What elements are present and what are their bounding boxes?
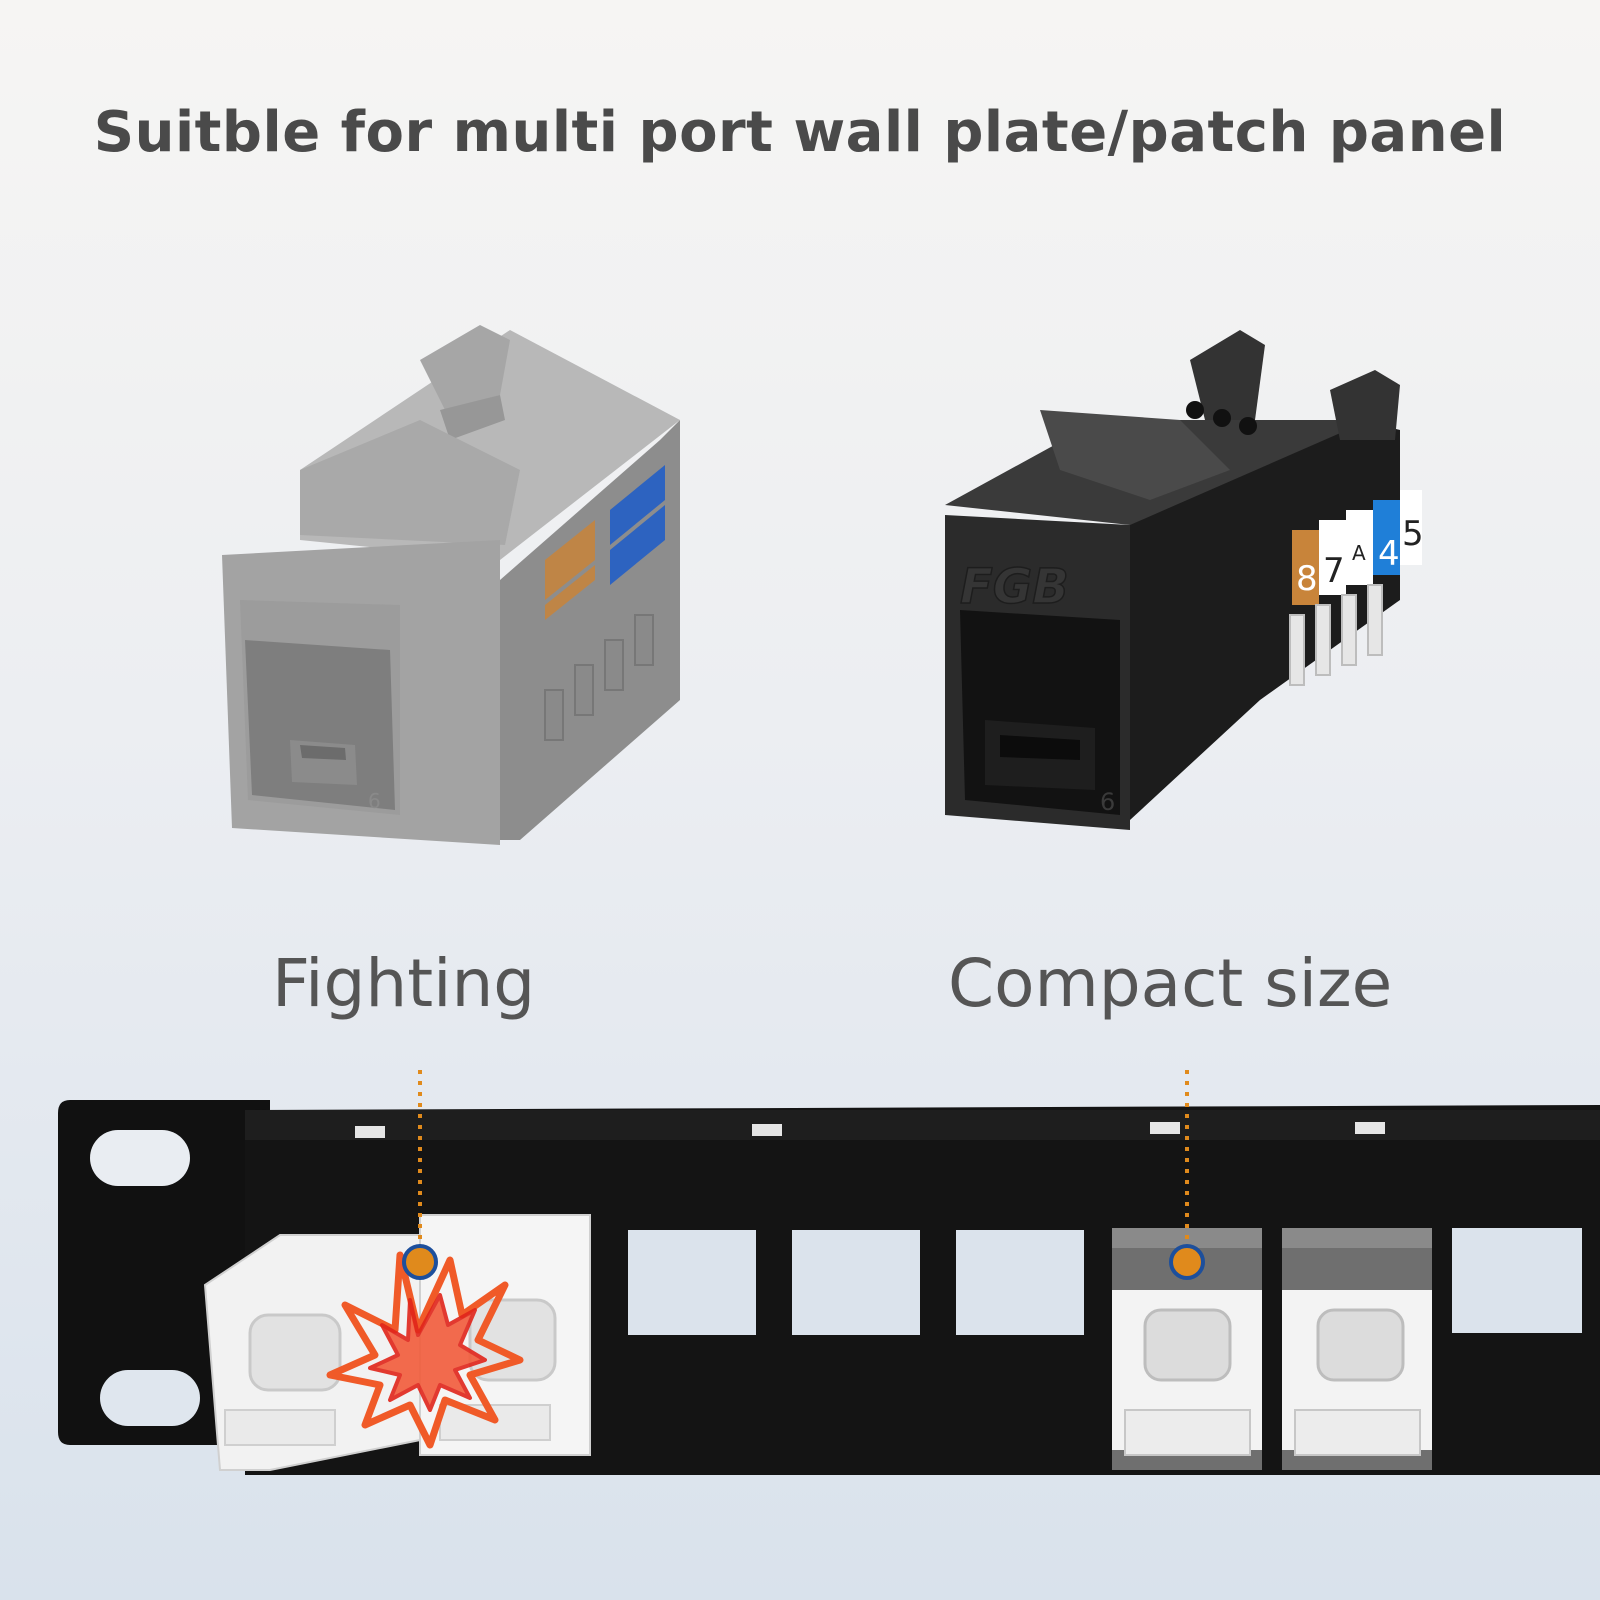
empty-port xyxy=(792,1230,920,1335)
compact-size-marker xyxy=(1169,1070,1205,1280)
color-code-label-black: 8 7 A 4 5 xyxy=(1292,490,1424,605)
caption-compact-size: Compact size xyxy=(948,945,1393,1022)
empty-port xyxy=(1452,1228,1582,1333)
empty-port xyxy=(628,1230,756,1335)
compact-jacks xyxy=(1112,1228,1432,1470)
brand-logo: FGB xyxy=(960,559,1069,615)
mounting-hole-top xyxy=(90,1130,190,1186)
svg-text:8: 8 xyxy=(1296,559,1318,599)
headline: Suitble for multi port wall plate/patch … xyxy=(93,100,1507,165)
gray-keystone-jack: 6 xyxy=(222,325,680,845)
color-code-label-gray xyxy=(545,465,665,620)
clash-burst-icon xyxy=(326,1251,524,1449)
fighting-marker xyxy=(402,1070,438,1280)
black-keystone-jack: FGB 6 8 7 A 4 5 xyxy=(945,330,1424,830)
empty-port xyxy=(956,1230,1084,1335)
svg-text:6: 6 xyxy=(1100,788,1115,816)
svg-text:5: 5 xyxy=(1402,514,1424,554)
svg-text:4: 4 xyxy=(1378,534,1400,574)
svg-text:A: A xyxy=(1352,541,1366,565)
mounting-hole-bottom xyxy=(100,1370,200,1426)
caption-fighting: Fighting xyxy=(272,945,536,1022)
svg-text:7: 7 xyxy=(1323,551,1345,591)
svg-text:6: 6 xyxy=(368,789,381,813)
